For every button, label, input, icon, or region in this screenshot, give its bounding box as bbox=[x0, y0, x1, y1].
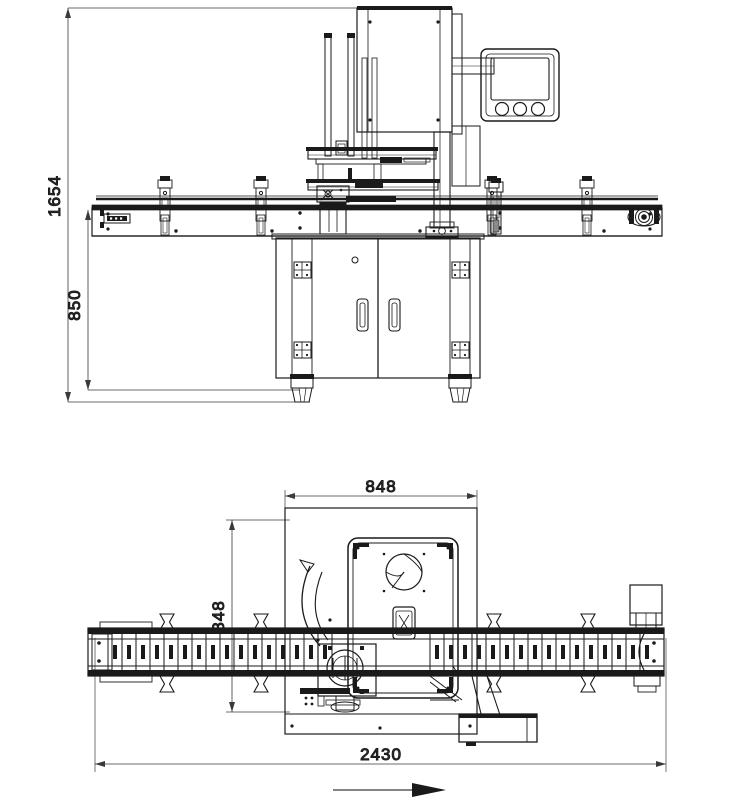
dimension-conveyor-height bbox=[85, 210, 300, 391]
dimension-label-machine-depth: 848 bbox=[209, 600, 228, 631]
guide-rail-bracket bbox=[579, 176, 595, 236]
hmi-screen[interactable] bbox=[490, 57, 550, 101]
conveyor-drive-bearing bbox=[627, 207, 661, 227]
cap-feed-chute bbox=[298, 559, 332, 647]
hmi-touchscreen-panel[interactable] bbox=[480, 48, 560, 122]
dimension-machine-width bbox=[284, 490, 478, 508]
hmi-support-arm bbox=[451, 57, 495, 75]
cabinet-lock bbox=[351, 256, 359, 264]
cabinet-hinge bbox=[451, 341, 470, 359]
upper-gantry-assembly bbox=[306, 140, 440, 191]
filling-capping-module-top bbox=[347, 537, 459, 699]
hmi-support-arm-top bbox=[285, 665, 502, 719]
cabinet-hinge bbox=[293, 341, 312, 359]
hmi-button[interactable] bbox=[530, 101, 546, 117]
vertical-guide-posts bbox=[324, 33, 378, 159]
machine-footprint-outline bbox=[284, 507, 478, 735]
hmi-button[interactable] bbox=[494, 101, 510, 117]
top-view: 848 848 2430 bbox=[87, 477, 667, 797]
cap-sensor-cylinder bbox=[488, 178, 504, 235]
guide-rail-bracket-top bbox=[159, 613, 175, 693]
base-cabinet bbox=[271, 233, 485, 403]
dimension-label-overall-height: 1654 bbox=[45, 175, 64, 217]
dimension-label-overall-length: 2430 bbox=[360, 745, 402, 764]
front-view: 1654 850 bbox=[45, 6, 663, 403]
leveling-foot bbox=[448, 374, 472, 403]
guide-rail-bracket bbox=[253, 176, 269, 236]
module-handle[interactable] bbox=[392, 606, 416, 640]
dimension-machine-depth bbox=[226, 519, 290, 713]
guide-rail-bracket-top-group bbox=[159, 613, 596, 693]
conveyor-flow-direction-arrow bbox=[333, 783, 446, 797]
cabinet-hinge bbox=[293, 261, 312, 279]
dimension-label-conveyor-height: 850 bbox=[65, 289, 84, 320]
cabinet-hinge bbox=[451, 261, 470, 279]
filling-capping-head-assembly bbox=[316, 185, 396, 235]
chain-link-pins bbox=[113, 645, 649, 659]
hmi-button[interactable] bbox=[512, 101, 528, 117]
dimension-overall-length bbox=[94, 638, 667, 772]
cabinet-door-handle-right[interactable] bbox=[388, 298, 401, 332]
cabinet-door-handle-left[interactable] bbox=[356, 298, 369, 332]
guide-rail-bracket-top bbox=[580, 613, 596, 693]
dimension-label-machine-width: 848 bbox=[365, 477, 396, 496]
guide-rail-bracket bbox=[157, 176, 173, 236]
rotary-cap-feeder bbox=[382, 552, 426, 593]
guide-rail-bracket-group bbox=[157, 176, 595, 236]
rotary-feed-mechanism bbox=[300, 643, 377, 713]
conveyor-left-end-plate bbox=[100, 210, 131, 228]
guide-rail-bracket-top bbox=[253, 613, 269, 693]
hmi-panel-top[interactable] bbox=[458, 713, 538, 746]
conveyor-drive-motor bbox=[629, 584, 663, 693]
leveling-foot bbox=[290, 374, 314, 403]
guide-rail-bracket-top bbox=[486, 613, 502, 693]
